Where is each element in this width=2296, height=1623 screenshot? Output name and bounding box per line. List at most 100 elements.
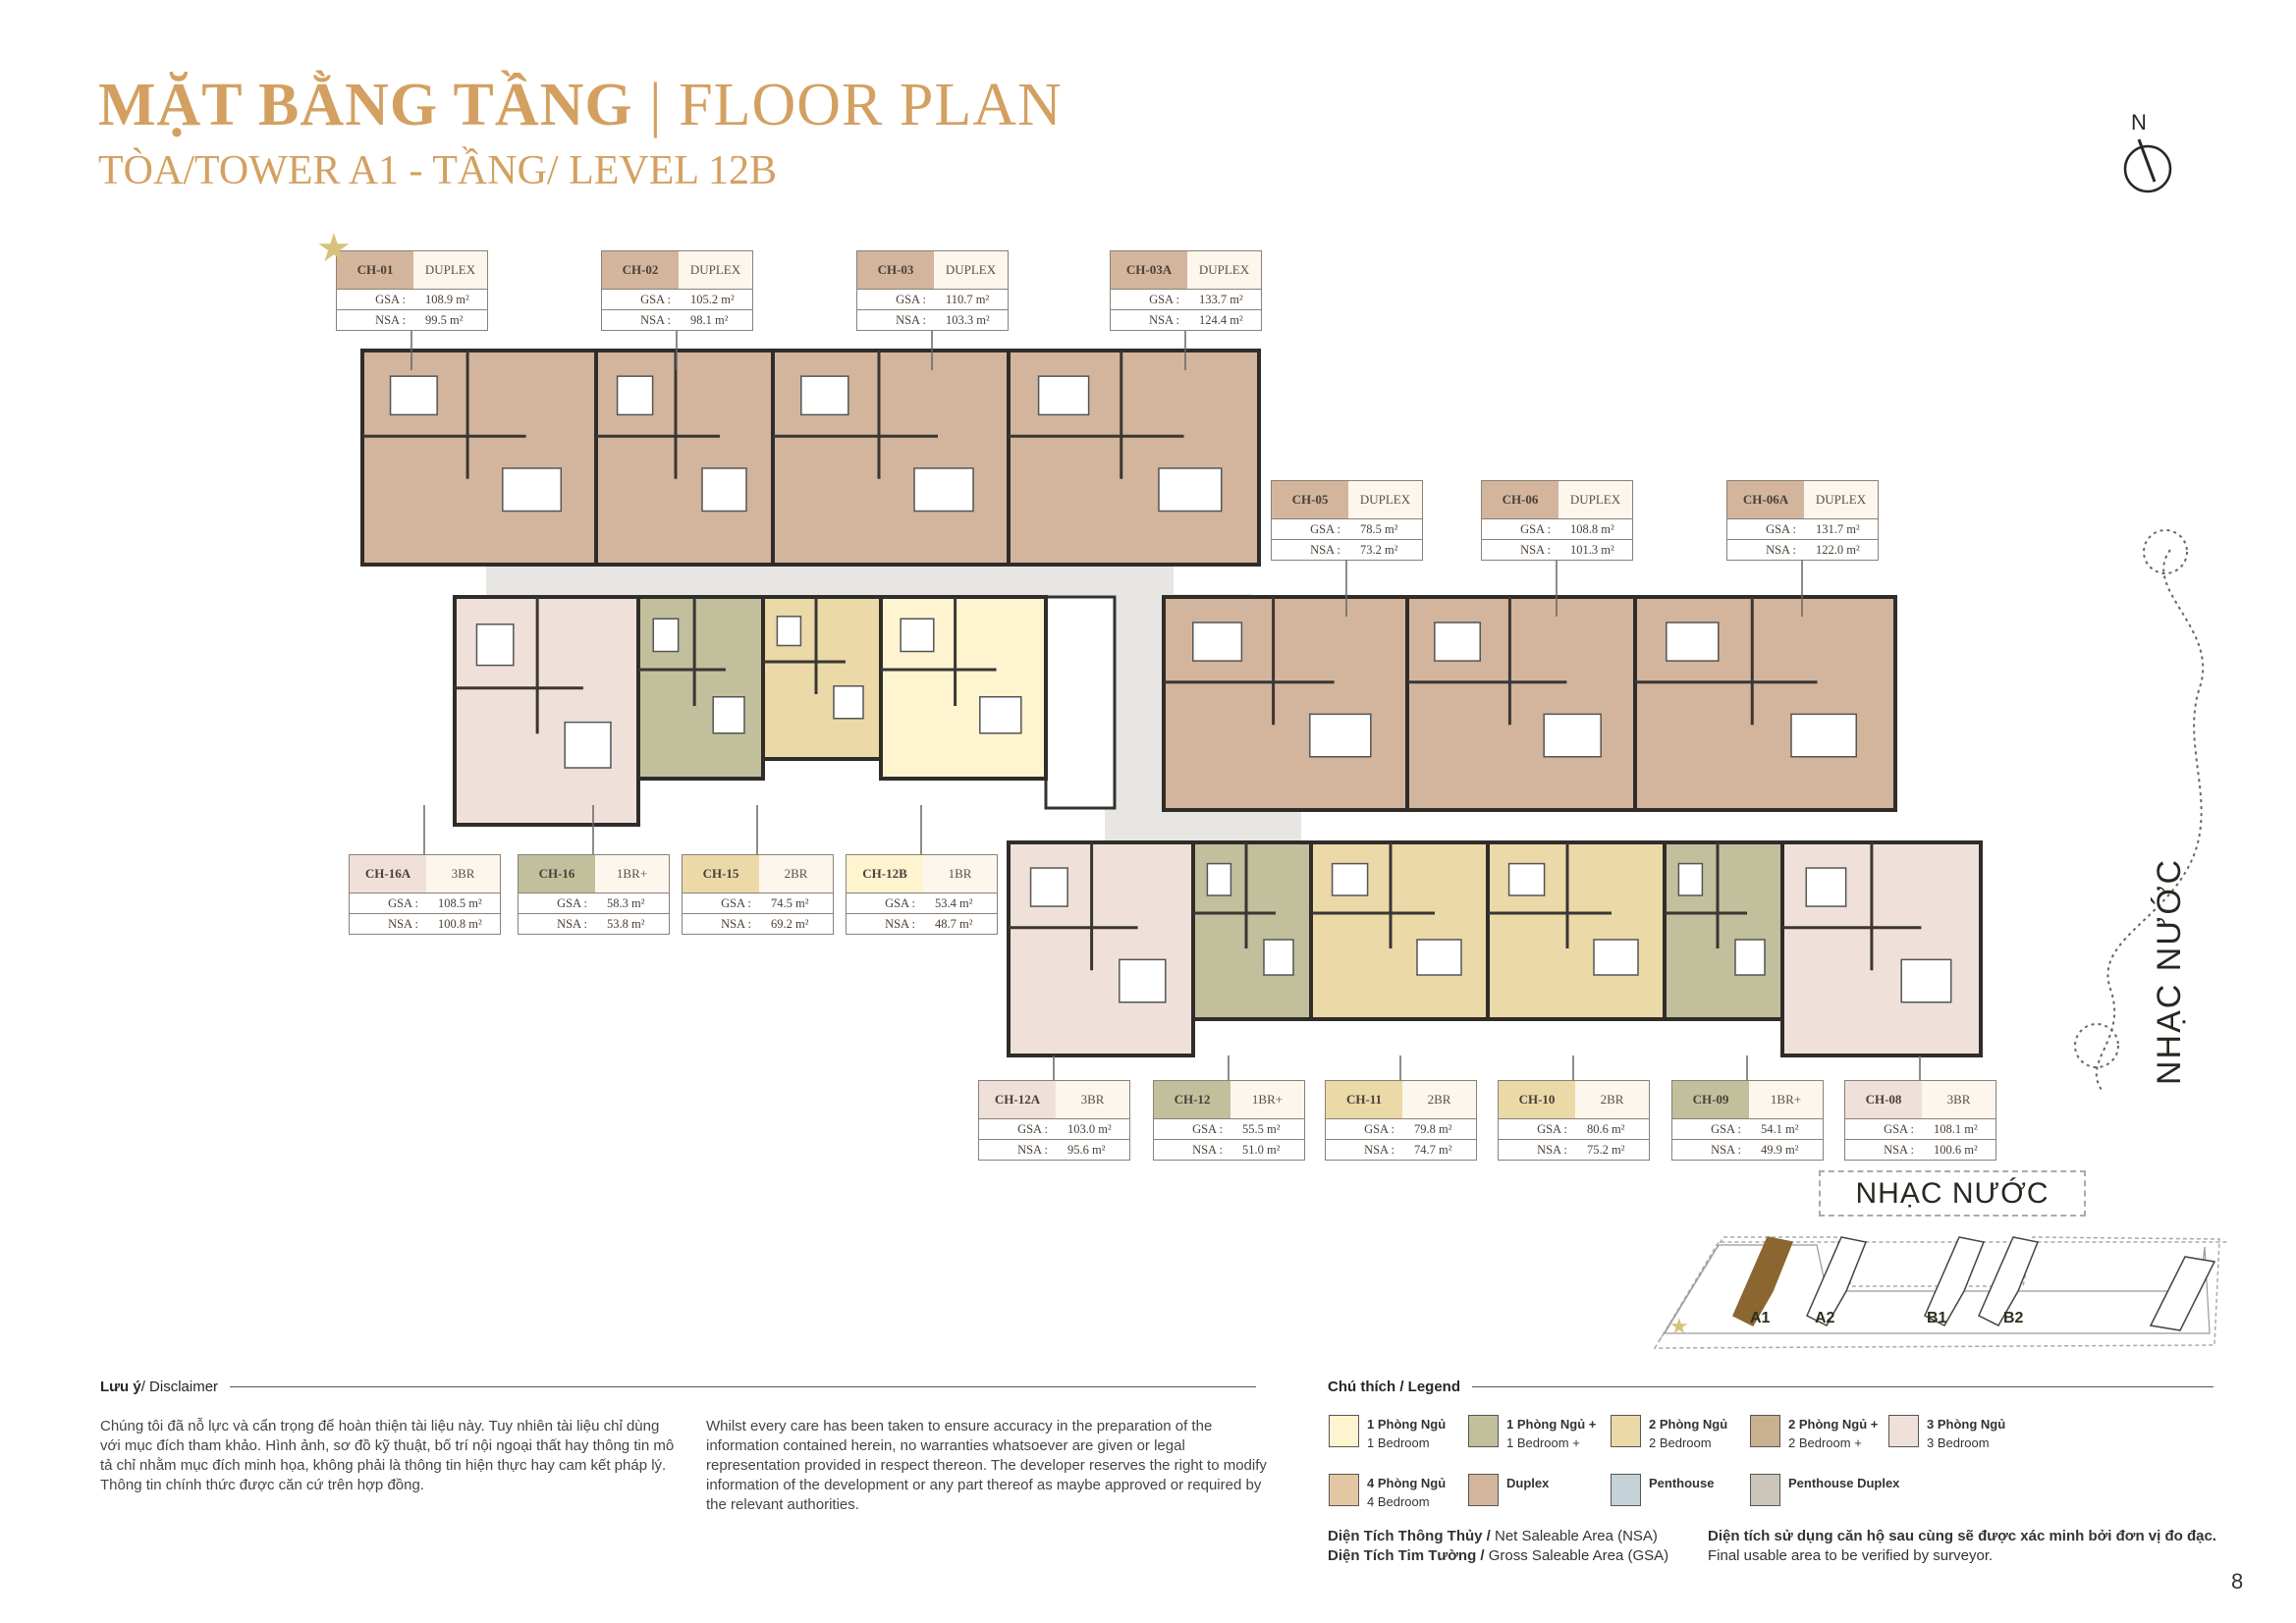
unit-ch-12b[interactable] xyxy=(879,595,1048,781)
corridor xyxy=(486,564,525,593)
unit-label-ch-02[interactable]: CH-02 DUPLEX GSA :105.2 m² NSA :98.1 m² xyxy=(601,250,753,331)
legend-label-vi: 2 Phòng Ngủ + xyxy=(1788,1417,1879,1432)
nsa-row: NSA :75.2 m² xyxy=(1499,1139,1649,1160)
nsa-label: NSA : xyxy=(375,312,406,327)
unit-type: DUPLEX xyxy=(679,251,752,289)
unit-label-ch-06a[interactable]: CH-06A DUPLEX GSA :131.7 m² NSA :122.0 m… xyxy=(1726,480,1879,561)
nsa-value: 48.7 m² xyxy=(935,916,973,931)
unit-id: CH-16 xyxy=(519,855,595,893)
unit-label-ch-12a[interactable]: CH-12A 3BR GSA :103.0 m² NSA :95.6 m² xyxy=(978,1080,1130,1161)
unit-label-ch-11[interactable]: CH-11 2BR GSA :79.8 m² NSA :74.7 m² xyxy=(1325,1080,1477,1161)
unit-type: DUPLEX xyxy=(1187,251,1261,289)
unit-label-ch-05[interactable]: CH-05 DUPLEX GSA :78.5 m² NSA :73.2 m² xyxy=(1271,480,1423,561)
legend-swatch xyxy=(1329,1415,1359,1447)
unit-ch-06[interactable] xyxy=(1405,595,1637,812)
unit-label-ch-03a[interactable]: CH-03A DUPLEX GSA :133.7 m² NSA :124.4 m… xyxy=(1110,250,1262,331)
unit-ch-11[interactable] xyxy=(1309,840,1490,1021)
unit-label-ch-03[interactable]: CH-03 DUPLEX GSA :110.7 m² NSA :103.3 m² xyxy=(856,250,1009,331)
unit-ch-16[interactable] xyxy=(636,595,765,781)
tower-a2[interactable] xyxy=(1806,1236,1868,1326)
nsa-row: NSA :124.4 m² xyxy=(1111,309,1261,330)
tower-label: A2 xyxy=(1815,1310,1835,1326)
unit-label-ch-12b[interactable]: CH-12B 1BR GSA :53.4 m² NSA :48.7 m² xyxy=(846,854,998,935)
unit-label-header: CH-12 1BR+ xyxy=(1154,1081,1304,1119)
unit-ch-12a[interactable] xyxy=(1007,840,1195,1057)
water-music-path xyxy=(2095,549,2205,1091)
nsa-label: NSA : xyxy=(388,916,418,931)
unit-label-ch-08[interactable]: CH-08 3BR GSA :108.1 m² NSA :100.6 m² xyxy=(1844,1080,1996,1161)
unit-id: CH-16A xyxy=(350,855,426,893)
unit-label-header: CH-03 DUPLEX xyxy=(857,251,1008,290)
tower-b1[interactable] xyxy=(1924,1236,1986,1326)
unit-ch-08[interactable] xyxy=(1780,840,1983,1057)
gsa-value: 80.6 m² xyxy=(1587,1121,1625,1136)
gsa-label: GSA : xyxy=(640,292,671,306)
unit-ch-02[interactable] xyxy=(594,349,775,567)
unit-ch-15[interactable] xyxy=(761,595,883,761)
nsa-label: NSA : xyxy=(1520,542,1551,557)
unit-type: DUPLEX xyxy=(1348,481,1422,518)
unit-ch-12[interactable] xyxy=(1191,840,1313,1021)
unit-label-ch-16[interactable]: CH-16 1BR+ GSA :58.3 m² NSA :53.8 m² xyxy=(518,854,670,935)
unit-label-ch-10[interactable]: CH-10 2BR GSA :80.6 m² NSA :75.2 m² xyxy=(1498,1080,1650,1161)
gsa-row: GSA :110.7 m² xyxy=(857,290,1008,309)
key-plan-water-music-label: NHẠC NƯỚC xyxy=(1819,1170,2086,1217)
unit-label-ch-12[interactable]: CH-12 1BR+ GSA :55.5 m² NSA :51.0 m² xyxy=(1153,1080,1305,1161)
legend-item: 2 Phòng Ngủ 2 Bedroom xyxy=(1611,1415,1727,1452)
unit-ch-16a[interactable] xyxy=(453,595,640,827)
unit-label-header: CH-09 1BR+ xyxy=(1672,1081,1823,1119)
divider xyxy=(230,1386,1257,1387)
gsa-value: 108.9 m² xyxy=(425,292,469,306)
nsa-row: NSA :100.8 m² xyxy=(350,913,500,934)
unit-id: CH-12 xyxy=(1154,1081,1230,1118)
unit-id: CH-03A xyxy=(1111,251,1187,289)
unit-label-ch-16a[interactable]: CH-16A 3BR GSA :108.5 m² NSA :100.8 m² xyxy=(349,854,501,935)
unit-label-header: CH-12B 1BR xyxy=(847,855,997,893)
featured-star-icon: ★ xyxy=(1669,1314,1689,1338)
unit-id: CH-12A xyxy=(979,1081,1056,1118)
nsa-label: NSA : xyxy=(557,916,587,931)
nsa-value: 122.0 m² xyxy=(1816,542,1860,557)
nsa-row: NSA :98.1 m² xyxy=(602,309,752,330)
unit-label-header: CH-01 DUPLEX xyxy=(337,251,487,290)
disclaimer-heading-en: / Disclaimer xyxy=(140,1379,219,1395)
gsa-label: GSA : xyxy=(1192,1121,1223,1136)
legend-label-en: 2 Bedroom xyxy=(1649,1435,1712,1450)
unit-type: 3BR xyxy=(1922,1081,1995,1118)
gsa-label: GSA : xyxy=(885,895,915,910)
fountain-circle xyxy=(2074,1023,2119,1068)
tower-b2[interactable] xyxy=(1978,1236,2040,1326)
legend-label-en: 3 Bedroom xyxy=(1927,1435,1990,1450)
unit-label-header: CH-16A 3BR xyxy=(350,855,500,893)
unit-id: CH-01 xyxy=(337,251,413,289)
gsa-row: GSA :79.8 m² xyxy=(1326,1119,1476,1139)
unit-label-ch-06[interactable]: CH-06 DUPLEX GSA :108.8 m² NSA :101.3 m² xyxy=(1481,480,1633,561)
nsa-label: NSA : xyxy=(1192,1142,1223,1157)
legend-heading: Chú thích / Legend xyxy=(1328,1379,2214,1395)
nsa-note: Diện Tích Thông Thủy / Net Saleable Area… xyxy=(1328,1527,1658,1546)
nsa-label: NSA : xyxy=(1537,1142,1567,1157)
unit-ch-01[interactable] xyxy=(360,349,598,567)
unit-label-ch-15[interactable]: CH-15 2BR GSA :74.5 m² NSA :69.2 m² xyxy=(682,854,834,935)
final-area-note-en: Final usable area to be verified by surv… xyxy=(1708,1547,1994,1564)
nsa-label: NSA : xyxy=(896,312,926,327)
legend-swatch xyxy=(1329,1474,1359,1506)
gsa-row: GSA :108.8 m² xyxy=(1482,519,1632,539)
unit-type: 3BR xyxy=(426,855,500,893)
gsa-value: 53.4 m² xyxy=(935,895,973,910)
tower-a1[interactable] xyxy=(1732,1236,1794,1326)
unit-ch-06a[interactable] xyxy=(1633,595,1897,812)
gsa-value: 54.1 m² xyxy=(1761,1121,1799,1136)
unit-ch-05[interactable] xyxy=(1162,595,1409,812)
nsa-label: NSA : xyxy=(1017,1142,1048,1157)
unit-ch-09[interactable] xyxy=(1663,840,1784,1021)
unit-ch-03[interactable] xyxy=(771,349,1011,567)
unit-ch-03a[interactable] xyxy=(1007,349,1261,567)
unit-ch-10[interactable] xyxy=(1486,840,1667,1021)
nsa-value: 99.5 m² xyxy=(425,312,464,327)
nsa-row: NSA :101.3 m² xyxy=(1482,539,1632,560)
unit-label-ch-09[interactable]: CH-09 1BR+ GSA :54.1 m² NSA :49.9 m² xyxy=(1671,1080,1824,1161)
legend-label-en: 4 Bedroom xyxy=(1367,1494,1430,1509)
unit-label-ch-01[interactable]: CH-01 DUPLEX GSA :108.9 m² NSA :99.5 m² xyxy=(336,250,488,331)
